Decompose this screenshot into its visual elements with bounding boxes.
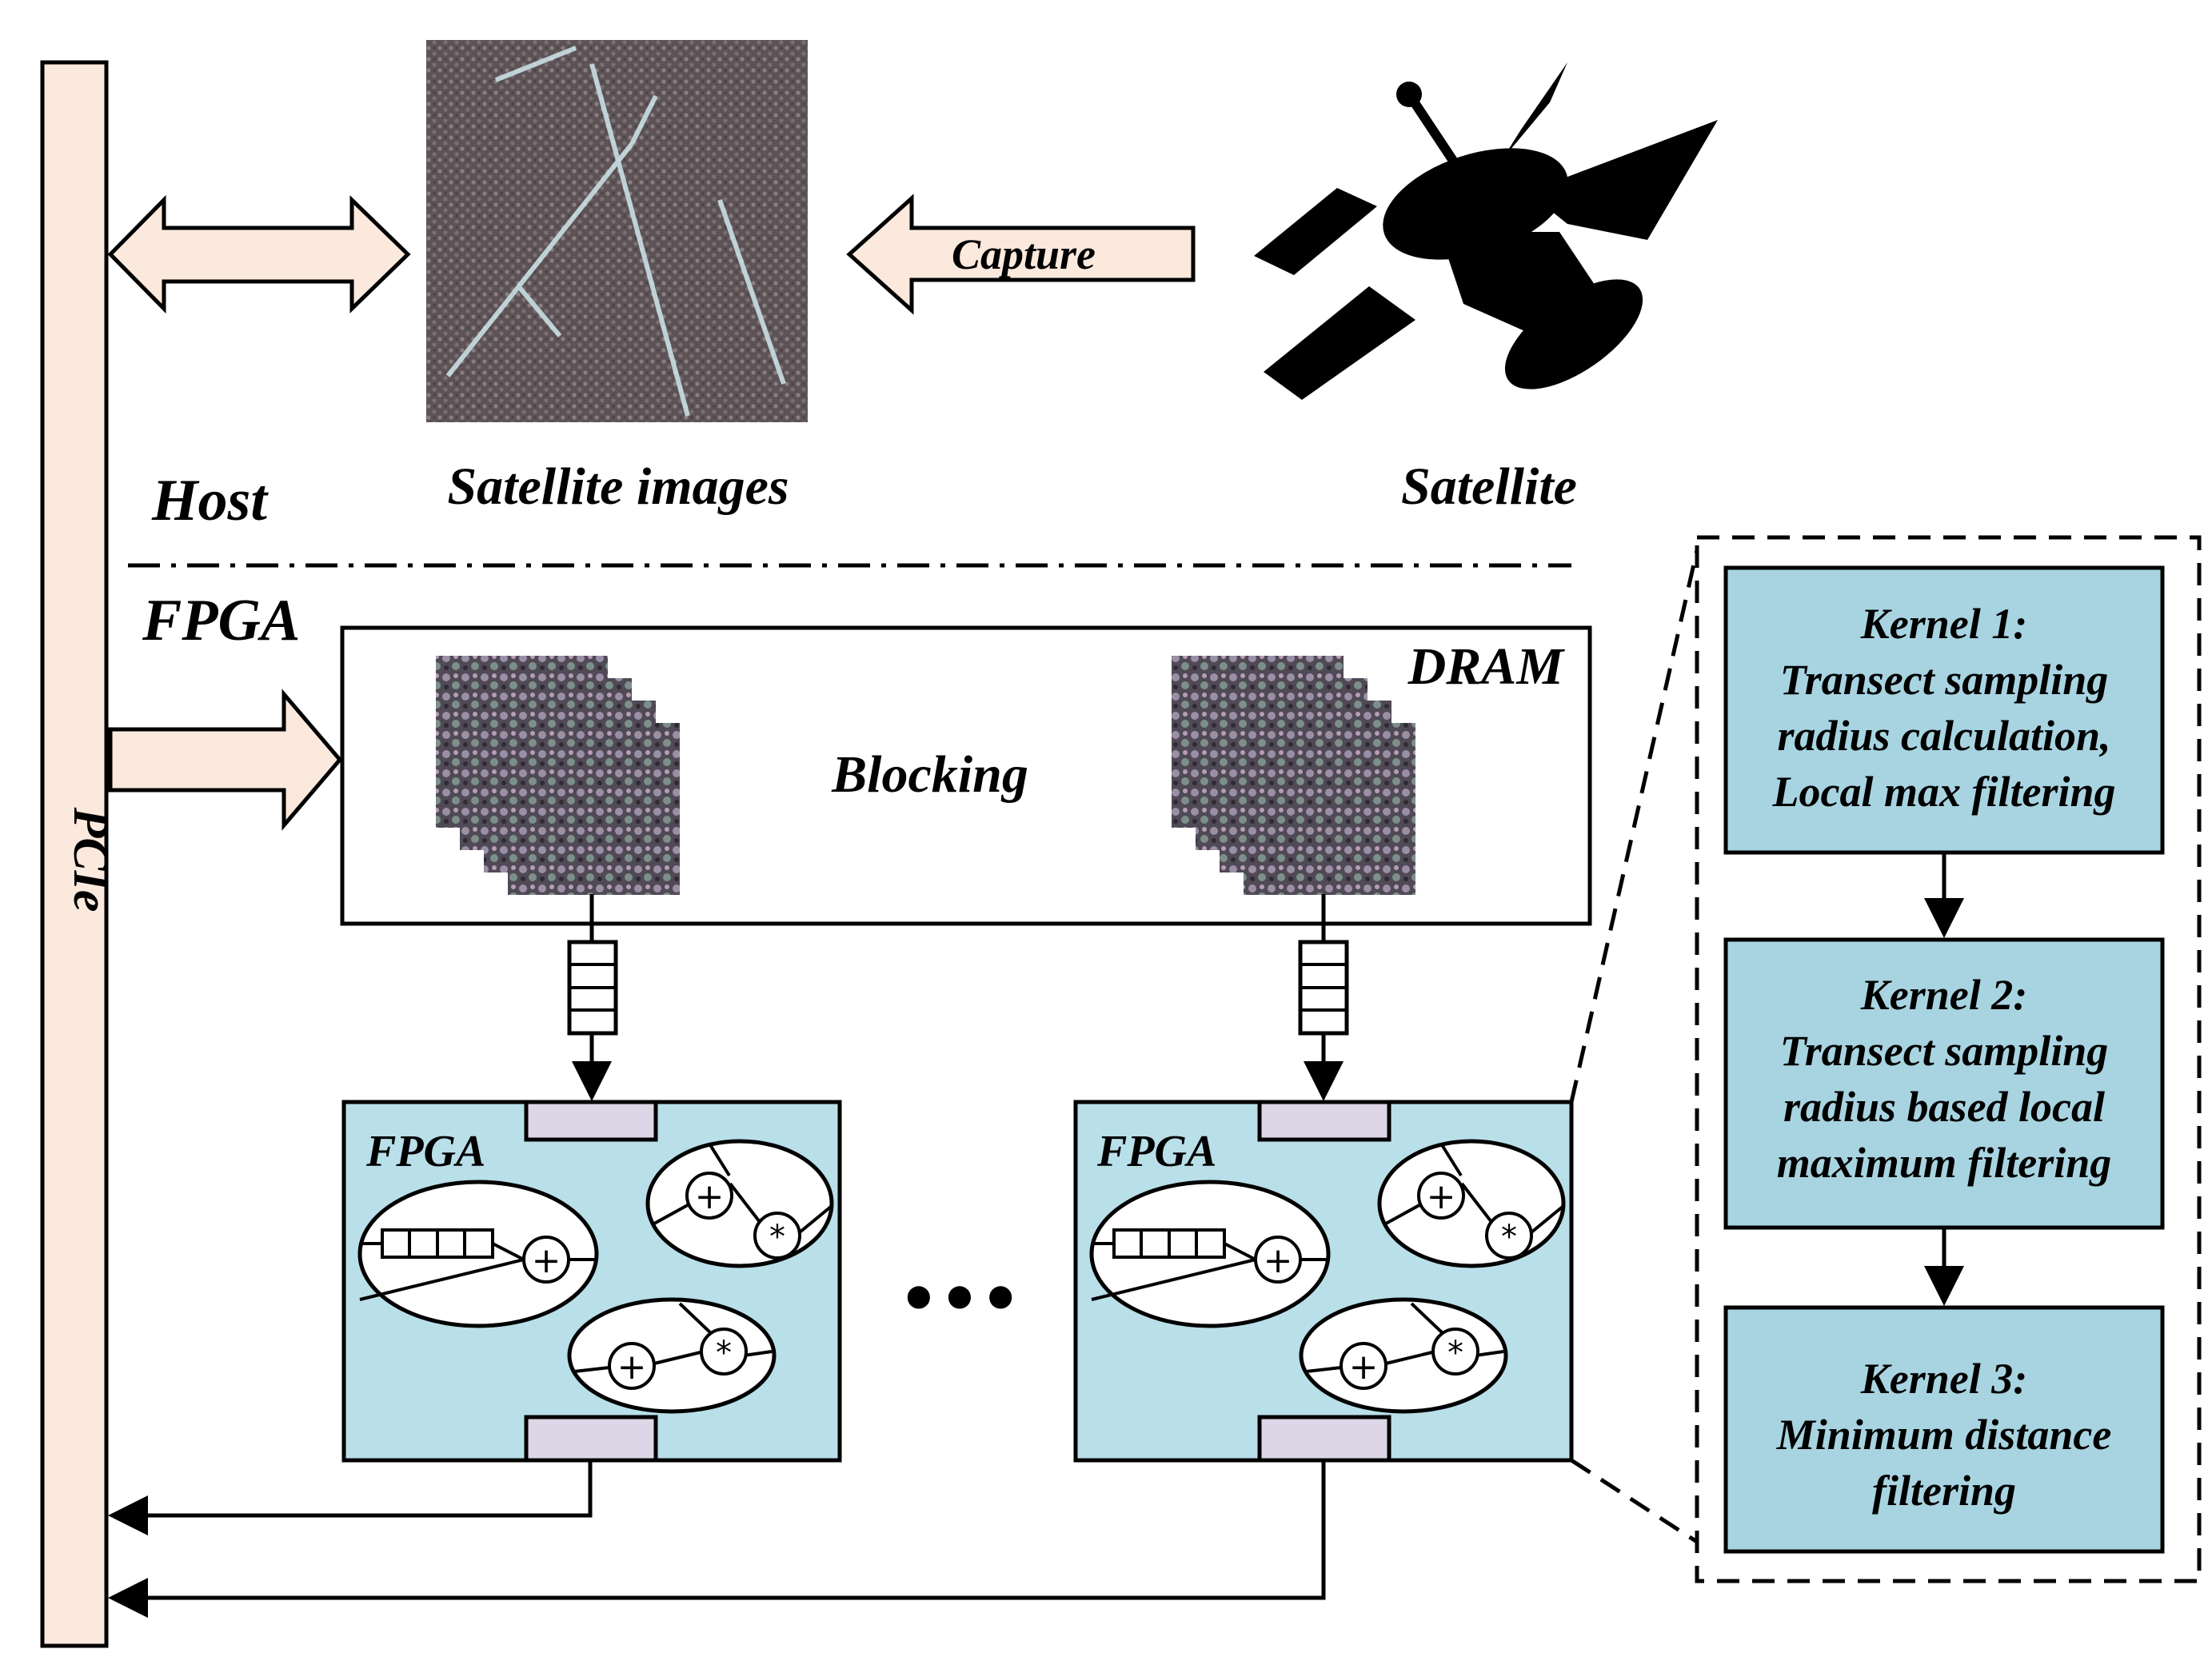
kernel-2-line-1: Transect sampling [1780,1027,2109,1075]
adder-op: + [532,1240,561,1281]
adder-op: + [1427,1176,1456,1217]
dram-label: DRAM [1407,637,1566,696]
pipeline-ellipse-1: + [357,1180,599,1328]
pcie-bus: PCIe [40,60,118,1648]
fpga-left-label: FPGA [365,1127,485,1176]
blocking-label: Blocking [831,745,1028,804]
pipeline-ellipse-2: + * [645,1139,834,1268]
host-label: Host [151,468,269,533]
pipeline-ellipse-3: + * [1299,1297,1508,1414]
fpga-unit-left: FPGA + + * [341,1100,842,1463]
adder-op: + [1264,1240,1293,1281]
multiplier-op: * [1501,1219,1517,1256]
capture-label: Capture [952,230,1096,278]
zoom-connector-bottom [1570,1458,1699,1544]
kernel-1-line-2: radius calculation, [1777,712,2110,760]
pipeline-ellipse-3: + * [567,1297,777,1414]
zoom-connector-top [1569,549,1699,1103]
kernel-1-line-1: Transect sampling [1780,656,2109,704]
pipeline-ellipse-1: + [1089,1180,1331,1328]
kernel-3-box: Kernel 3: Minimum distance filtering [1723,1305,2165,1554]
satellite-icon [1254,62,1718,400]
multiplier-op: * [1447,1335,1463,1372]
adder-op: + [617,1347,647,1388]
kernel-1-box: Kernel 1: Transect sampling radius calcu… [1723,565,2165,855]
satellite-label: Satellite [1401,457,1577,516]
kernel-1-title: Kernel 1: [1860,600,2028,648]
kernel-3-title: Kernel 3: [1860,1355,2028,1403]
kernel-3-line-2: filtering [1872,1467,2016,1515]
kernel-2-line-3: maximum filtering [1777,1139,2112,1187]
multiplier-op: * [716,1335,732,1372]
pipeline-ellipse-2: + * [1377,1139,1566,1268]
multiplier-op: * [769,1219,785,1256]
kernel-3-line-1: Minimum distance [1776,1411,2112,1459]
adder-op: + [695,1176,725,1217]
fifo-queue-left [567,894,618,1101]
dram-box: DRAM Blocking [340,625,1592,926]
fpga-right-label: FPGA [1096,1127,1216,1176]
host-pcie-double-arrow [107,194,411,314]
fpga-right-return-arrow [108,1460,1326,1618]
kernel-1-line-3: Local max filtering [1772,768,2116,816]
pcie-bar [40,60,109,1648]
kernel-2-title: Kernel 2: [1860,971,2028,1019]
fpga-right-output-port [1257,1415,1391,1463]
kernel-panel: Kernel 1: Transect sampling radius calcu… [1695,535,2202,1583]
kernel-2-box: Kernel 2: Transect sampling radius based… [1723,937,2165,1230]
fpga-left-return-arrow [108,1460,593,1535]
image-block-stack-left [436,656,680,895]
satellite-image [426,40,808,422]
fpga-left-output-port [524,1415,658,1463]
adder-op: + [1349,1347,1379,1388]
fpga-unit-right: FPGA + + * [1073,1100,1574,1463]
fifo-queue-right [1298,894,1349,1101]
fpga-right-input-port [1257,1100,1391,1142]
image-block-stack-right [1172,656,1415,895]
pcie-to-dram-arrow [108,689,343,831]
pcie-label: PCIe [63,807,118,912]
kernel-2-line-2: radius based local [1783,1083,2105,1131]
more-units-ellipsis: ••• [898,1262,1020,1336]
fpga-section-label: FPGA [142,588,300,653]
capture-arrow: Capture [846,194,1196,315]
satellite-images-label: Satellite images [447,457,789,516]
fpga-left-input-port [524,1100,658,1142]
